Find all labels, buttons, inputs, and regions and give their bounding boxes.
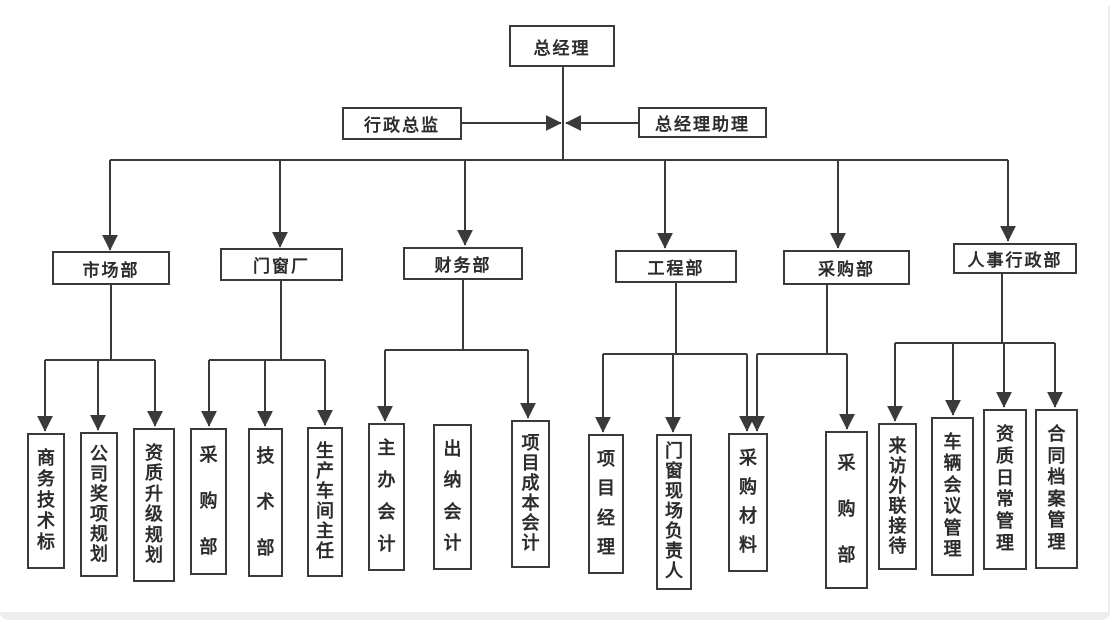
node-chief-accountant: 主办会计 [368,423,405,571]
node-dept-marketing: 市场部 [52,251,170,285]
node-visitor-liaison: 来访外联接待 [878,423,917,570]
card-right-edge [1108,6,1110,614]
node-cashier-accountant: 出纳会计 [433,424,472,570]
node-admin-director: 行政总监 [342,107,462,140]
node-workshop-director: 生产车间主任 [307,427,343,577]
node-contract-archive-mgmt: 合同档案管理 [1035,409,1078,569]
node-procurement-sub: 采购部 [825,431,868,589]
node-project-manager: 项目经理 [588,434,624,574]
node-vehicle-meeting-mgmt: 车辆会议管理 [931,417,974,576]
node-business-tech-bid: 商务技术标 [27,433,65,569]
node-dept-engineering: 工程部 [615,250,737,283]
node-dept-procurement: 采购部 [783,250,910,285]
node-gm-assistant: 总经理助理 [638,107,767,138]
node-project-cost-accountant: 项目成本会计 [511,420,550,568]
card-bottom-edge [0,612,1110,620]
node-company-award-planning: 公司奖项规划 [80,432,118,577]
node-dept-hr-admin: 人事行政部 [953,243,1077,274]
node-qualification-daily-mgmt: 资质日常管理 [983,409,1027,570]
node-general-manager: 总经理 [509,25,615,67]
node-qualification-upgrade-planning: 资质升级规划 [133,428,175,582]
node-dept-window-factory: 门窗厂 [220,248,343,281]
node-factory-purchasing: 采购部 [190,428,227,575]
node-site-supervisor: 门窗现场负责人 [656,434,692,590]
node-factory-technical: 技术部 [248,428,283,577]
node-purchase-materials: 采购材料 [728,433,768,572]
node-dept-finance: 财务部 [403,247,523,280]
